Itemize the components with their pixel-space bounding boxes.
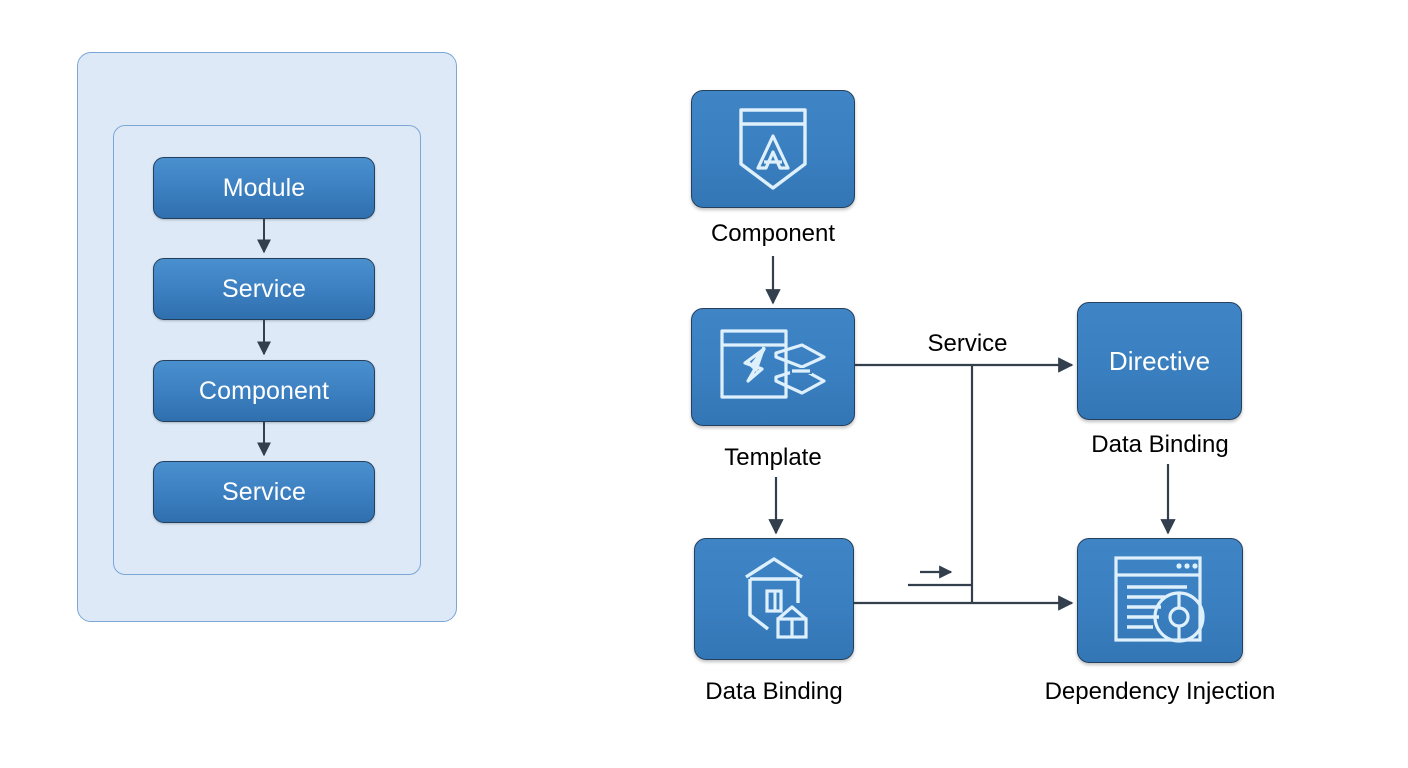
browser-pie-chart-icon	[1114, 555, 1205, 643]
node-label-data-binding: Data Binding	[705, 678, 843, 705]
node-card-data-binding[interactable]	[694, 538, 854, 660]
node-card-template[interactable]	[691, 308, 855, 426]
node-label-template: Template	[724, 444, 822, 471]
node-card-dependency-injection[interactable]	[1077, 538, 1243, 663]
stack-box-label: Service	[221, 477, 307, 506]
stack-box-module[interactable]: Module	[153, 157, 375, 219]
stack-box-service-1[interactable]: Service	[153, 258, 375, 320]
house-lock-binding-icon	[745, 557, 808, 639]
node-label-dependency-injection: Dependency Injection	[1044, 678, 1276, 705]
node-label-directive: Data Binding	[1091, 431, 1229, 458]
stack-box-label: Module	[222, 173, 306, 202]
template-window-icon	[720, 329, 826, 399]
node-card-component[interactable]	[691, 90, 855, 208]
stack-box-service-2[interactable]: Service	[153, 461, 375, 523]
stack-box-label: Service	[221, 274, 307, 303]
stack-box-component[interactable]: Component	[153, 360, 375, 422]
node-label-component: Component	[710, 220, 836, 247]
shield-angular-icon	[739, 108, 807, 190]
node-card-directive-text: Directive	[1108, 346, 1211, 376]
edge-label-service: Service	[927, 330, 1008, 357]
stack-box-label: Component	[198, 376, 330, 405]
node-card-directive[interactable]: Directive	[1077, 302, 1242, 420]
